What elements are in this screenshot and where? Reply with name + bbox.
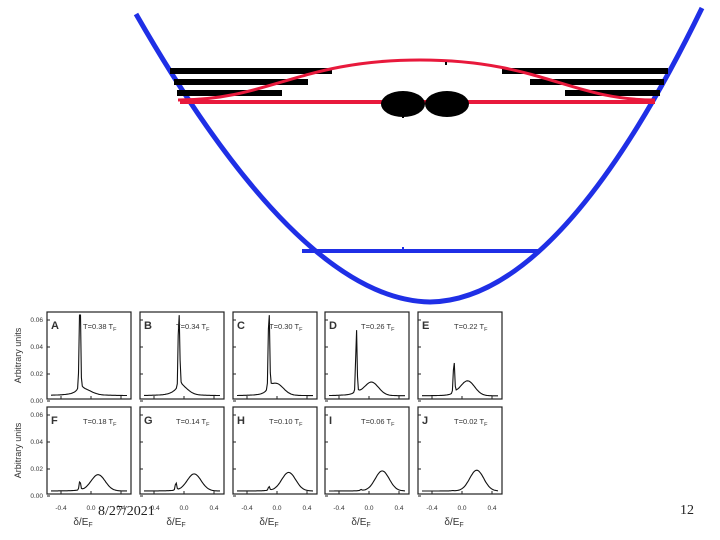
y-tick-label: 0.06 — [30, 317, 43, 324]
spectrum-curve — [329, 330, 405, 397]
y-axis-label: Arbitrary units — [13, 422, 23, 478]
panel-temperature: T=0.02 TF — [454, 417, 488, 428]
panel-letter: C — [237, 320, 245, 332]
x-tick-label: 0.0 — [457, 505, 466, 512]
y-tick-label: 0.00 — [30, 493, 43, 500]
panel-letter: A — [51, 320, 59, 332]
x-tick-label: -0.4 — [148, 505, 160, 512]
panel-temperature: T=0.26 TF — [361, 322, 395, 333]
x-tick-label: 0.0 — [179, 505, 188, 512]
panel-letter: E — [422, 320, 429, 332]
panel-temperature: T=0.34 TF — [176, 322, 210, 333]
x-tick-label: -0.4 — [241, 505, 253, 512]
spectrum-curve — [51, 314, 127, 397]
y-tick-label: 0.00 — [30, 398, 43, 405]
panel-letter: B — [144, 320, 152, 332]
spectrum-curve — [422, 362, 498, 397]
panel-letter: G — [144, 415, 153, 427]
slide-page-number: 12 — [680, 503, 694, 518]
x-tick-label: -0.4 — [426, 505, 438, 512]
trap-parabola — [133, 6, 705, 305]
x-axis-label: δ/EF — [259, 517, 278, 529]
spectrum-curve — [237, 471, 313, 492]
x-tick-label: 0.4 — [116, 505, 125, 512]
x-axis-label: δ/EF — [73, 517, 92, 529]
spectrum-panel — [232, 311, 318, 400]
x-axis-label: δ/EF — [166, 517, 185, 529]
x-tick-label: 0.0 — [364, 505, 373, 512]
x-tick-label: 0.0 — [272, 505, 281, 512]
y-tick-label: 0.06 — [30, 412, 43, 419]
panel-temperature: T=0.10 TF — [269, 417, 303, 428]
spectrum-curve — [51, 474, 127, 492]
x-tick-label: 0.4 — [209, 505, 218, 512]
spectrum-curve — [329, 470, 406, 492]
spectrum-panel — [139, 406, 225, 495]
spectrum-panel — [46, 311, 132, 400]
cooper-pair-blobs — [381, 91, 469, 118]
spectrum-curve — [422, 469, 499, 492]
x-tick-label: 0.0 — [86, 505, 95, 512]
spectrum-curve — [144, 473, 220, 492]
panel-temperature: T=0.06 TF — [361, 417, 395, 428]
spectrum-panel — [324, 406, 410, 495]
x-tick-label: 0.4 — [487, 505, 496, 512]
spectrum-panel — [232, 406, 318, 495]
x-tick-label: 0.4 — [302, 505, 311, 512]
x-axis-label: δ/EF — [444, 517, 463, 529]
y-tick-label: 0.04 — [30, 344, 43, 351]
panel-temperature: T=0.22 TF — [454, 322, 488, 333]
spectrum-panel — [417, 311, 503, 400]
panel-letter: I — [329, 415, 332, 427]
spectrum-curve — [144, 315, 220, 397]
y-tick-label: 0.04 — [30, 439, 43, 446]
x-tick-label: 0.4 — [394, 505, 403, 512]
panel-temperature: T=0.30 TF — [269, 322, 303, 333]
panel-letter: J — [422, 415, 428, 427]
panel-temperature: T=0.38 TF — [83, 322, 117, 333]
y-tick-label: 0.02 — [30, 466, 43, 473]
panel-letter: F — [51, 415, 58, 427]
pairing-gap-curve — [177, 58, 656, 102]
y-tick-label: 0.02 — [30, 371, 43, 378]
spectrum-curve — [237, 315, 313, 397]
slide-date: 8/27/2021 — [98, 504, 155, 519]
spectrum-panel — [46, 406, 132, 495]
x-tick-label: -0.4 — [55, 505, 67, 512]
x-tick-label: -0.4 — [333, 505, 345, 512]
panel-temperature: T=0.14 TF — [176, 417, 210, 428]
x-axis-label: δ/EF — [351, 517, 370, 529]
panel-letter: H — [237, 415, 245, 427]
panel-temperature: T=0.18 TF — [83, 417, 117, 428]
trap-diagram — [133, 6, 705, 305]
y-axis-label: Arbitrary units — [13, 327, 23, 383]
panel-letter: D — [329, 320, 337, 332]
spectrum-panel — [417, 406, 503, 495]
